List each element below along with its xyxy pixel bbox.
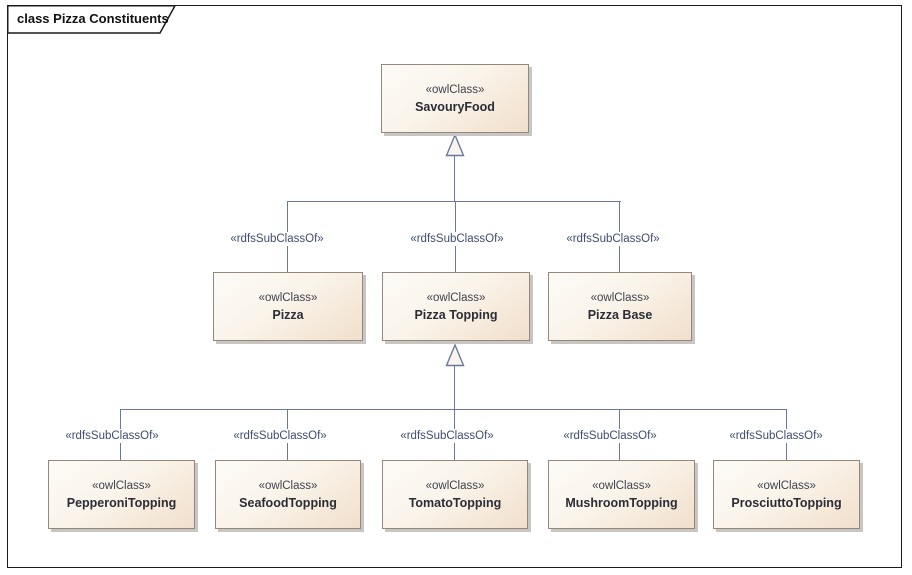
class-node-pepperoni-topping[interactable]: «owlClass» PepperoniTopping: [48, 460, 195, 529]
class-node-pizza-base[interactable]: «owlClass» Pizza Base: [548, 272, 692, 341]
class-node-pizza-topping[interactable]: «owlClass» Pizza Topping: [382, 272, 530, 341]
stereotype-label: «owlClass»: [258, 479, 318, 492]
class-node-seafood-topping[interactable]: «owlClass» SeafoodTopping: [215, 460, 361, 529]
class-node-pizza[interactable]: «owlClass» Pizza: [213, 272, 363, 341]
stereotype-label: «owlClass»: [425, 83, 485, 96]
edge-label-subclassof: «rdfsSubClassOf»: [727, 429, 825, 443]
stereotype-label: «owlClass»: [425, 479, 485, 492]
generalization-arrowhead-icon: [445, 344, 465, 367]
class-name: TomatoTopping: [408, 495, 502, 510]
class-name: ProsciuttoTopping: [731, 495, 842, 510]
frame-title: class Pizza Constituents: [17, 11, 169, 26]
class-name: Pizza Base: [587, 307, 653, 322]
stereotype-label: «owlClass»: [590, 291, 650, 304]
generalization-branch-1: [287, 201, 621, 202]
generalization-trunk-2: [454, 366, 456, 409]
class-name: SavouryFood: [415, 99, 495, 114]
class-name: PepperoniTopping: [66, 495, 177, 510]
generalization-arrowhead-icon: [445, 134, 465, 157]
stereotype-label: «owlClass»: [757, 479, 816, 492]
stereotype-label: «owlClass»: [258, 291, 318, 304]
edge-label-subclassof: «rdfsSubClassOf»: [63, 429, 161, 443]
edge-label-subclassof: «rdfsSubClassOf»: [398, 429, 496, 443]
generalization-trunk-1: [454, 156, 456, 201]
edge-label-subclassof: «rdfsSubClassOf»: [408, 232, 506, 246]
edge-label-subclassof: «rdfsSubClassOf»: [228, 232, 326, 246]
class-name: SeafoodTopping: [239, 495, 337, 510]
class-node-mushroom-topping[interactable]: «owlClass» MushroomTopping: [548, 460, 695, 529]
edge-label-subclassof: «rdfsSubClassOf»: [564, 232, 662, 246]
class-name: Pizza: [272, 307, 304, 322]
stereotype-label: «owlClass»: [592, 479, 651, 492]
class-node-tomato-topping[interactable]: «owlClass» TomatoTopping: [382, 460, 528, 529]
class-node-prosciutto-topping[interactable]: «owlClass» ProsciuttoTopping: [713, 460, 860, 529]
edge-label-subclassof: «rdfsSubClassOf»: [561, 429, 659, 443]
frame-tab: [7, 5, 177, 34]
class-name: Pizza Topping: [414, 307, 498, 322]
frame-tab-shape: [7, 5, 177, 34]
stereotype-label: «owlClass»: [426, 291, 486, 304]
class-node-savouryfood[interactable]: «owlClass» SavouryFood: [381, 64, 529, 133]
stereotype-label: «owlClass»: [92, 479, 151, 492]
edge-label-subclassof: «rdfsSubClassOf»: [231, 429, 329, 443]
generalization-branch-2: [120, 409, 787, 410]
class-name: MushroomTopping: [565, 495, 678, 510]
